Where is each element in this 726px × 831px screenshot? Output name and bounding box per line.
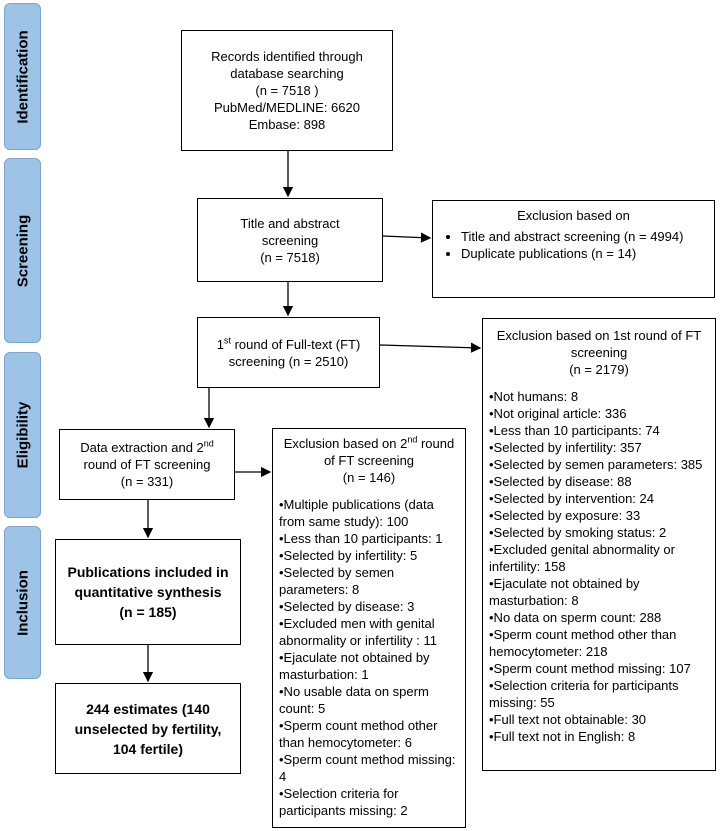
exclusion-item: •Ejaculate not obtained by masturbation:… bbox=[279, 650, 430, 682]
exclusion-item: •Selected by infertility: 357 bbox=[489, 440, 642, 455]
exclusion-ft2-list: •Multiple publications (data from same s… bbox=[279, 496, 459, 819]
fulltext-round1-box: 1st round of Full-text (FT) screening (n… bbox=[197, 317, 380, 388]
exclusion-item: •Sperm count method other than hemocytom… bbox=[489, 627, 677, 659]
exclusion-item: •Selection criteria for participants mis… bbox=[279, 786, 408, 818]
estimates-line1: 244 estimates (140 bbox=[86, 700, 210, 717]
screening-line1: Title and abstract bbox=[240, 215, 340, 231]
estimates-line2: unselected by fertility, bbox=[74, 720, 222, 737]
exclusion-item: •Selected by semen parameters: 8 bbox=[279, 565, 395, 597]
exclusion-item: •Selected by semen parameters: 385 bbox=[489, 457, 703, 472]
fulltext-line2: screening (n = 2510) bbox=[228, 353, 349, 369]
title-abstract-screening-box: Title and abstract screening (n = 7518) bbox=[197, 198, 383, 282]
exclusion-item: •Sperm count method missing: 107 bbox=[489, 661, 691, 676]
exclusion-item: •Selected by infertility: 5 bbox=[279, 548, 418, 563]
data-extraction-box: Data extraction and 2nd round of FT scre… bbox=[59, 429, 235, 500]
records-line4: PubMed/MEDLINE: 6620 bbox=[214, 100, 360, 115]
exclusion-screening-item: Title and abstract screening (n = 4994) bbox=[461, 228, 708, 245]
exclusion-item: •Ejaculate not obtained by masturbation:… bbox=[489, 576, 640, 608]
records-line1: Records identified through bbox=[211, 49, 363, 64]
exclusion-item: •Less than 10 participants: 1 bbox=[279, 531, 443, 546]
included-line2: quantitative synthesis bbox=[74, 584, 222, 600]
exclusion-item: •Not humans: 8 bbox=[489, 389, 579, 404]
exclusion-item: •Selected by disease: 88 bbox=[489, 474, 632, 489]
phase-inclusion: Inclusion bbox=[4, 526, 41, 679]
exclusion-item: •Sperm count method other than hemocytom… bbox=[279, 718, 438, 750]
estimates-box: 244 estimates (140 unselected by fertili… bbox=[55, 683, 241, 774]
exclusion-item: •Multiple publications (data from same s… bbox=[279, 497, 434, 529]
exclusion-item: •Selected by exposure: 33 bbox=[489, 508, 641, 523]
exclusion-item: •Selected by smoking status: 2 bbox=[489, 525, 667, 540]
exclusion-ft1-list: •Not humans: 8 •Not original article: 336… bbox=[489, 388, 709, 745]
exclusion-screening-box: Exclusion based on Title and abstract sc… bbox=[432, 200, 715, 298]
records-line2: database searching bbox=[230, 66, 344, 81]
phase-eligibility: Eligibility bbox=[4, 352, 41, 518]
records-line5: Embase: 898 bbox=[248, 117, 326, 132]
extraction-line3: (n = 331) bbox=[120, 474, 174, 489]
exclusion-item: •No data on sperm count: 288 bbox=[489, 610, 662, 625]
included-line1: Publications included in bbox=[67, 564, 229, 580]
exclusion-screening-item: Duplicate publications (n = 14) bbox=[461, 245, 708, 262]
extraction-line1: Data extraction and 2nd bbox=[80, 438, 214, 455]
exclusion-ft2-line3: (n = 146) bbox=[342, 470, 396, 485]
records-line3: (n = 7518 ) bbox=[255, 83, 319, 98]
exclusion-ft1-line2: screening bbox=[570, 345, 628, 360]
exclusion-item: •No usable data on sperm count: 5 bbox=[279, 684, 429, 716]
exclusion-item: •Selected by disease: 3 bbox=[279, 599, 415, 614]
exclusion-item: •Full text not in English: 8 bbox=[489, 729, 636, 744]
records-identified-box: Records identified through database sear… bbox=[181, 30, 393, 151]
screening-line3: (n = 7518) bbox=[260, 249, 320, 265]
exclusion-ft1-line1: Exclusion based on 1st round of FT bbox=[496, 328, 702, 343]
exclusion-ft2-line2: of FT screening bbox=[323, 453, 415, 468]
exclusion-item: •Full text not obtainable: 30 bbox=[489, 712, 647, 727]
exclusion-item: •Excluded men with genital abnormality o… bbox=[279, 616, 437, 648]
estimates-line3: 104 fertile) bbox=[112, 740, 184, 757]
exclusion-ft1-line3: (n = 2179) bbox=[569, 362, 629, 377]
extraction-line2: round of FT screening bbox=[83, 457, 211, 472]
screening-line2: screening bbox=[261, 232, 319, 248]
arrow-fulltext-to-exclusion-ft1 bbox=[379, 342, 482, 353]
publications-included-box: Publications included in quantitative sy… bbox=[55, 539, 241, 645]
phase-identification: Identification bbox=[4, 3, 41, 150]
included-line3: (n = 185) bbox=[119, 604, 177, 620]
fulltext-line1: 1st round of Full-text (FT) bbox=[216, 335, 361, 352]
exclusion-item: •Selection criteria for participants mis… bbox=[489, 678, 679, 710]
exclusion-item: •Not original article: 336 bbox=[489, 406, 627, 421]
exclusion-ft1-box: Exclusion based on 1st round of FT scree… bbox=[482, 318, 716, 771]
arrow-screening-to-exclusion bbox=[382, 232, 432, 243]
exclusion-item: •Selected by intervention: 24 bbox=[489, 491, 654, 506]
exclusion-item: •Less than 10 participants: 74 bbox=[489, 423, 660, 438]
exclusion-screening-heading: Exclusion based on bbox=[517, 208, 630, 223]
exclusion-ft2-box: Exclusion based on 2nd round of FT scree… bbox=[272, 428, 466, 828]
exclusion-item: •Sperm count method missing: 4 bbox=[279, 752, 456, 784]
exclusion-ft2-line1: Exclusion based on 2nd round bbox=[283, 434, 455, 451]
phase-screening: Screening bbox=[4, 158, 41, 343]
exclusion-item: •Excluded genital abnormality or inferti… bbox=[489, 542, 675, 574]
